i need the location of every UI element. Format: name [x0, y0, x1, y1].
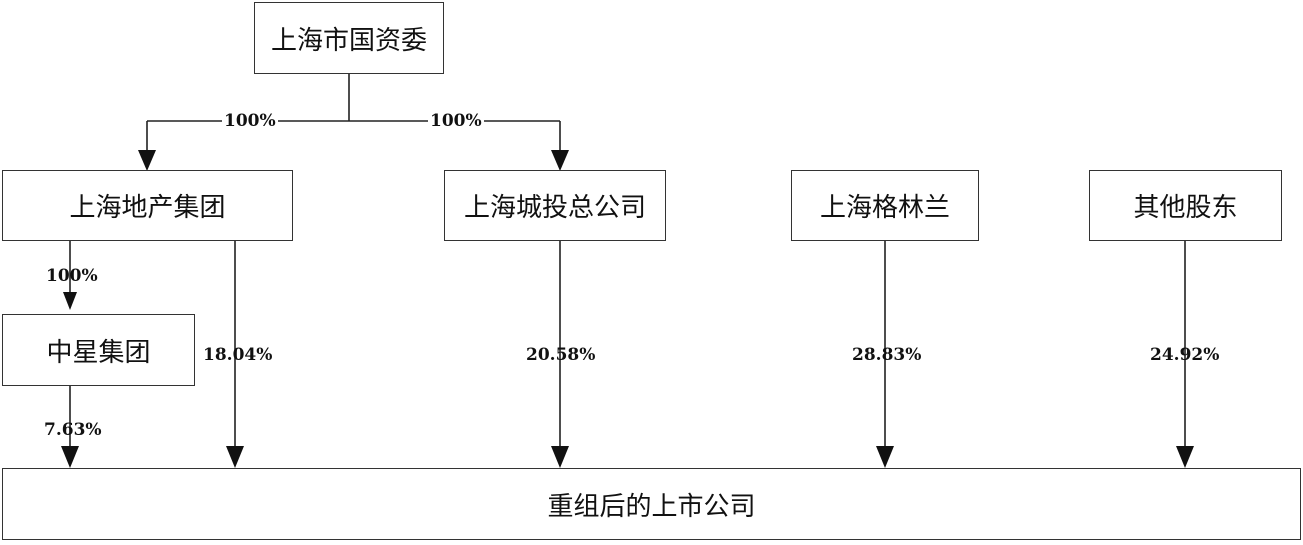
node-zhongxing: 中星集团 — [2, 314, 195, 386]
node-gelinlan: 上海格林兰 — [791, 170, 979, 241]
arrow-gelinlan-to-listed — [876, 446, 894, 468]
edge-label-land-group-to-listed: 18.04% — [203, 345, 273, 365]
arrow-chengtou-to-listed — [551, 446, 569, 468]
arrow-to-land-group — [138, 150, 156, 171]
arrow-zhongxing-to-listed — [61, 446, 79, 468]
arrow-to-zhongxing — [63, 292, 77, 310]
arrow-to-chengtou — [551, 150, 569, 171]
node-sasac-label: 上海市国资委 — [270, 25, 427, 56]
node-land-group: 上海地产集团 — [2, 170, 293, 241]
node-other-shareholders: 其他股东 — [1089, 170, 1282, 241]
edge-label-sasac-to-chengtou: 100% — [428, 111, 484, 131]
arrow-other-to-listed — [1176, 446, 1194, 468]
edge-label-gelinlan-to-listed: 28.83% — [852, 345, 922, 365]
node-listed-company: 重组后的上市公司 — [2, 468, 1301, 540]
node-listed-company-label: 重组后的上市公司 — [547, 491, 756, 522]
arrow-land-group-to-listed — [226, 446, 244, 468]
node-gelinlan-label: 上海格林兰 — [819, 193, 950, 223]
node-other-shareholders-label: 其他股东 — [1133, 193, 1238, 223]
node-chengtou-label: 上海城投总公司 — [463, 193, 646, 223]
edge-label-sasac-to-land-group: 100% — [222, 111, 278, 131]
node-land-group-label: 上海地产集团 — [69, 193, 226, 223]
node-sasac: 上海市国资委 — [254, 2, 444, 74]
edge-label-land-group-to-zhongxing: 100% — [46, 266, 98, 286]
edge-label-chengtou-to-listed: 20.58% — [526, 345, 596, 365]
node-zhongxing-label: 中星集团 — [46, 337, 151, 368]
edge-label-other-to-listed: 24.92% — [1150, 345, 1220, 365]
edge-label-zhongxing-to-listed: 7.63% — [44, 420, 102, 440]
node-chengtou: 上海城投总公司 — [444, 170, 666, 241]
